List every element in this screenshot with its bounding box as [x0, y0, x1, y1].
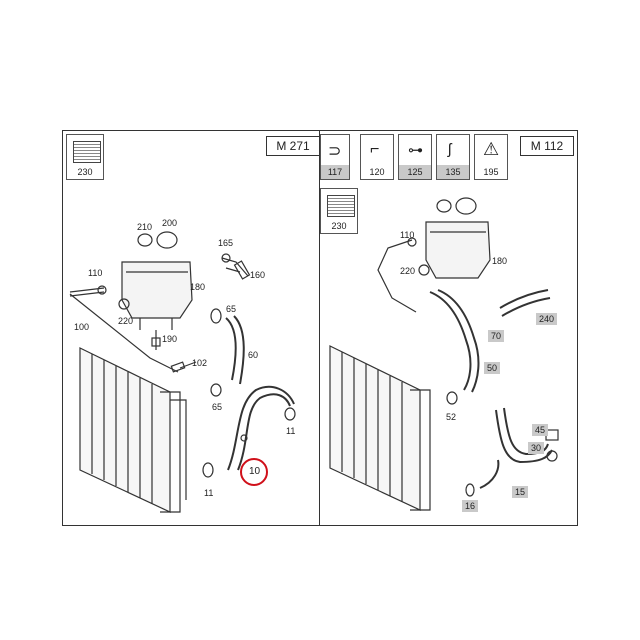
callout-65b: 65 [212, 402, 223, 412]
tool-cell-135[interactable]: ʃ 135 [436, 134, 470, 180]
callout-11b: 11 [204, 488, 214, 498]
callout-190: 190 [162, 334, 178, 344]
callout-200: 200 [162, 218, 178, 228]
tool-label: 125 [399, 165, 431, 179]
warning-triangle-icon: ⚠ [483, 139, 500, 159]
callout-11: 11 [286, 426, 296, 436]
overflow-line-right [377, 239, 417, 313]
valve-icon: ⊶ [408, 142, 423, 159]
callout-180-right: 180 [492, 256, 508, 266]
model-label-right: M 112 [520, 136, 574, 156]
tag-15: 15 [512, 486, 529, 498]
tool-cell-117[interactable]: ⊃ 117 [320, 134, 350, 180]
highlight-circle [240, 458, 268, 486]
callout-60: 60 [248, 350, 259, 360]
radiator-left [79, 347, 187, 513]
panel-divider [319, 130, 320, 526]
hook-icon: ʃ [448, 141, 452, 158]
callout-165: 165 [218, 238, 234, 248]
hose-10 [227, 385, 295, 471]
tool-label: 120 [369, 167, 385, 177]
ref-box-right: 230 [320, 188, 358, 234]
hose-clip-icon: ⌐ [370, 141, 380, 158]
expansion-tank-right [425, 197, 491, 279]
radiator-right [329, 345, 431, 511]
ref-box-label: 230 [331, 221, 347, 231]
tag-240: 240 [536, 313, 558, 325]
tool-label: 195 [483, 167, 499, 177]
tag-30: 30 [528, 442, 545, 454]
tool-label: 117 [321, 165, 349, 179]
tool-label: 135 [437, 165, 469, 179]
hose-50 [429, 289, 480, 393]
document-icon [73, 141, 101, 163]
model-label-left: M 271 [266, 136, 320, 156]
ref-box-label: 230 [77, 167, 93, 177]
diagram-frame [62, 130, 578, 526]
callout-65: 65 [226, 304, 237, 314]
tool-cell-120[interactable]: ⌐ 120 [360, 134, 394, 180]
clamp-icon: ⊃ [328, 143, 342, 160]
callout-102: 102 [192, 358, 208, 368]
callout-160: 160 [250, 270, 266, 280]
callout-210: 210 [137, 222, 153, 232]
tool-cell-125[interactable]: ⊶ 125 [398, 134, 432, 180]
tag-45: 45 [532, 424, 549, 436]
tag-50: 50 [484, 362, 501, 374]
ref-box-left: 230 [66, 134, 104, 180]
tag-16: 16 [462, 500, 479, 512]
callout-220-right: 220 [400, 266, 416, 276]
callout-100: 100 [74, 322, 90, 332]
callout-52: 52 [446, 412, 457, 422]
hose-240 [499, 289, 551, 317]
callout-220: 220 [118, 316, 134, 326]
callout-110: 110 [88, 268, 103, 278]
callout-110-right: 110 [400, 230, 415, 240]
hose-60 [225, 315, 245, 385]
tag-70: 70 [488, 330, 505, 342]
expansion-tank-left [121, 231, 193, 330]
callout-180: 180 [190, 282, 206, 292]
tool-cell-195[interactable]: ⚠ 195 [474, 134, 508, 180]
document-icon [327, 195, 355, 217]
